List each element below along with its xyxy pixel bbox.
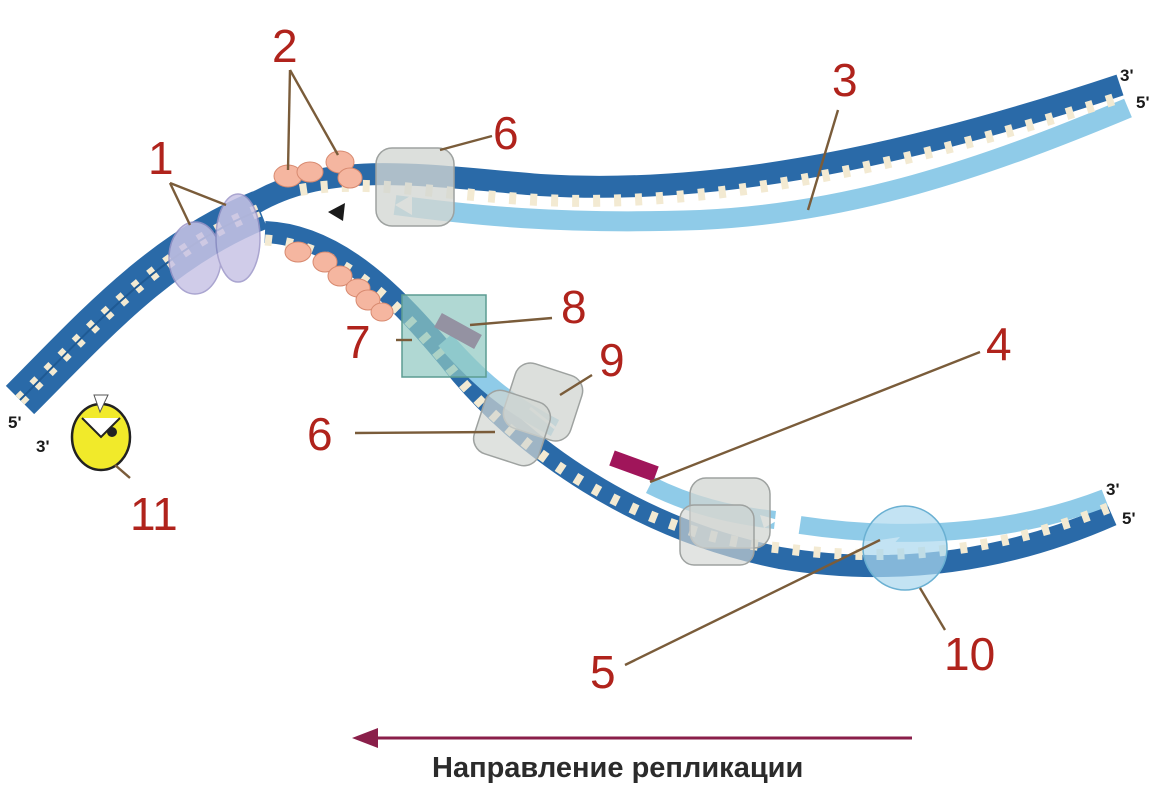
leading-strand-new [393,98,1132,232]
label-2: 2 [272,20,298,72]
dna-polymerase-lagging-2 [472,389,552,467]
label-6-bottom: 6 [307,408,333,460]
dna-ligase [862,505,948,591]
label-1: 1 [148,132,174,184]
end-left-3: 3' [36,437,50,456]
end-bottom-right-3: 3' [1106,480,1120,499]
end-top-right-3: 3' [1120,66,1134,85]
dna-polymerase-lagging-4 [679,504,755,566]
ssb-proteins [273,150,394,322]
label-6-top: 6 [493,107,519,159]
end-left-5: 5' [8,413,22,432]
label-7: 7 [345,316,371,368]
label-11: 11 [130,488,178,540]
replication-direction-caption: Направление репликации [432,752,803,784]
primase [401,294,487,378]
topoisomerase [70,394,132,472]
dna-polymerase-leading [375,147,455,227]
label-9: 9 [599,334,625,386]
label-10: 10 [944,628,995,680]
label-3: 3 [832,54,858,106]
label-5: 5 [590,646,616,698]
okazaki-fragment-3 [798,489,1109,542]
rna-primer-2 [609,450,659,482]
replication-direction-arrow [352,728,912,748]
end-top-right-5: 5' [1136,93,1150,112]
label-4: 4 [986,318,1012,370]
label-8: 8 [561,281,587,333]
helicase [168,193,261,295]
end-bottom-right-5: 5' [1122,509,1136,528]
fork-opening-arrow [328,203,379,234]
leader-lines [114,69,981,667]
